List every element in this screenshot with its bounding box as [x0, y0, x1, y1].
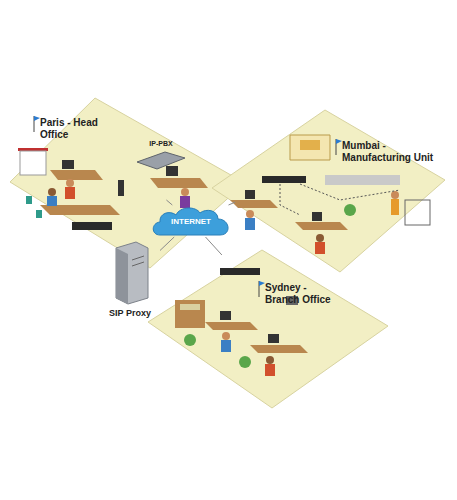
office-region: Paris - Head OfficeIP-PBX: [15, 95, 195, 200]
pbx-box: [135, 148, 187, 172]
office-heading: Sydney - Branch Office: [265, 282, 341, 305]
sydney-floor: [148, 250, 388, 408]
paris-floor: [10, 98, 245, 268]
flag: [336, 139, 342, 155]
pbx-device: IP-PBX: [135, 148, 187, 172]
office-region: Sydney - Branch Office: [190, 255, 390, 405]
network-link: [229, 202, 236, 205]
network-link: [160, 237, 174, 251]
network-link: [166, 200, 172, 205]
office-region: Mumbai - Manufacturing Unit: [235, 110, 445, 205]
server-label: SIP Proxy: [109, 308, 151, 318]
internet-cloud: INTERNET: [150, 205, 232, 237]
flag: [259, 281, 265, 297]
server-node: SIP Proxy: [100, 240, 160, 318]
cloud-label: INTERNET: [171, 217, 211, 226]
office-heading: Mumbai - Manufacturing Unit: [342, 140, 442, 163]
flag: [34, 116, 40, 132]
network-link: [206, 237, 222, 255]
device-label: IP-PBX: [149, 140, 172, 147]
mumbai-floor: [212, 110, 445, 272]
server-icon: [100, 240, 160, 318]
office-heading: Paris - Head Office: [40, 117, 108, 140]
